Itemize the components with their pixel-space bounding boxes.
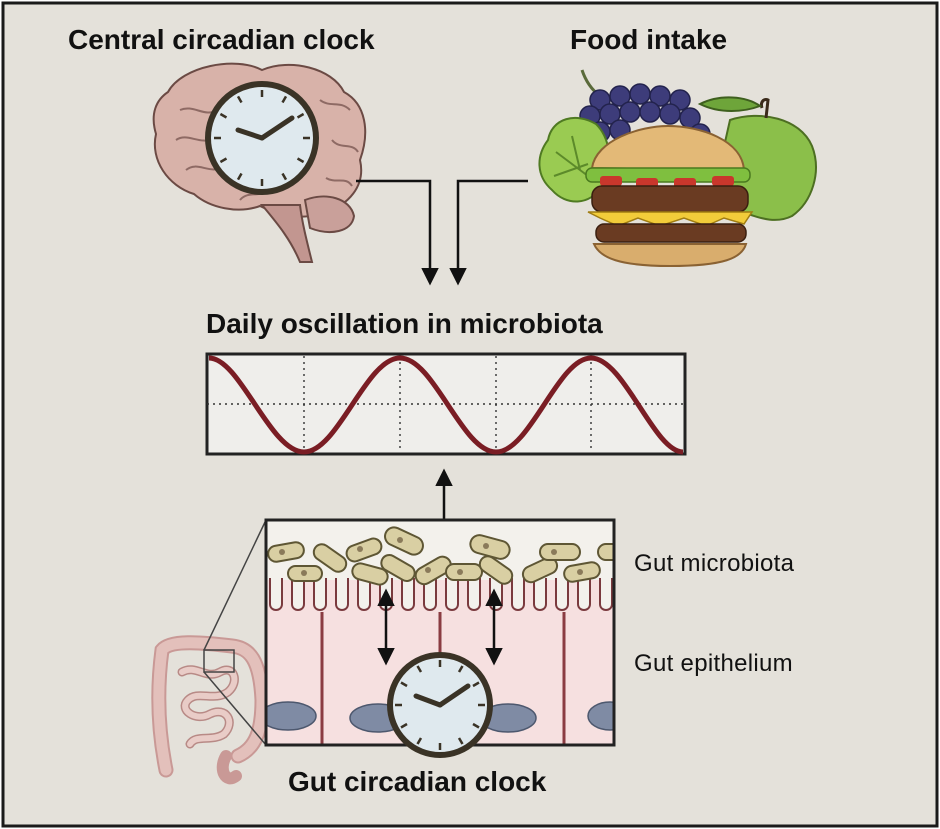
- gut-clock-title: Gut circadian clock: [288, 766, 547, 797]
- zoom-line-top: [203, 519, 267, 651]
- arrow-from-brain: [356, 179, 439, 286]
- central-clock-icon: [205, 81, 319, 195]
- burger-icon: [585, 124, 754, 268]
- gut-epithelium-label: Gut epithelium: [634, 650, 793, 677]
- zoom-box: [203, 649, 235, 673]
- central-clock-title: Central circadian clock: [68, 24, 375, 55]
- gut-clock-icon: [387, 652, 493, 758]
- zoom-line-bottom: [203, 671, 267, 746]
- food-intake-title: Food intake: [570, 24, 728, 55]
- gut-microbiota-label: Gut microbiota: [634, 550, 795, 577]
- daily-oscillation-title: Daily oscillation in microbiota: [206, 308, 603, 339]
- arrow-from-food: [449, 179, 528, 286]
- oscillation-graph: [205, 352, 687, 456]
